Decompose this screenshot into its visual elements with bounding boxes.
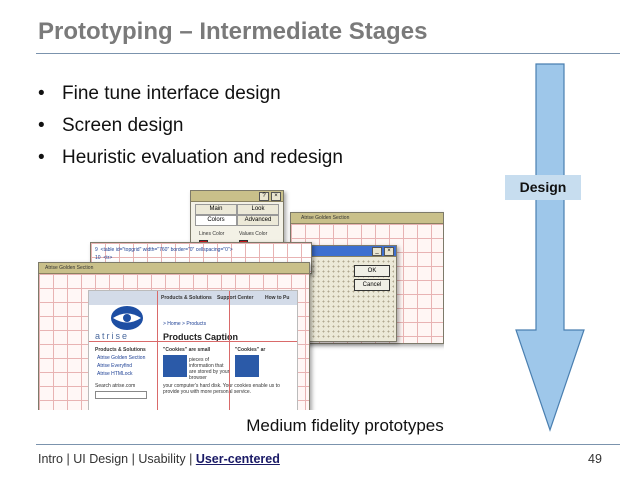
cookie-image — [163, 355, 187, 377]
footer-item-ui-design[interactable]: UI Design — [73, 452, 129, 466]
nav-item[interactable]: How to Pu — [265, 295, 290, 301]
bullet-glyph: • — [38, 147, 45, 168]
cookies-headline: "Cookies" are small — [163, 347, 211, 353]
bullet-text: Screen design — [62, 115, 184, 136]
close-icon[interactable]: × — [271, 192, 281, 201]
footer-separator: | — [66, 452, 70, 466]
footer-item-user-centered[interactable]: User-centered — [195, 452, 280, 466]
bullet-list: • Fine tune interface design • Screen desi… — [38, 80, 343, 176]
breadcrumb[interactable]: > Home > Products — [163, 321, 207, 327]
window-title: Atrise Golden Section — [45, 265, 94, 271]
slide-title: Prototyping – Intermediate Stages — [38, 18, 428, 45]
bullet-item: • Screen design — [38, 112, 343, 144]
golden-guide — [157, 291, 158, 410]
search-input[interactable] — [95, 391, 147, 399]
help-icon[interactable]: ? — [259, 192, 269, 201]
nav-item[interactable]: Products & Solutions — [161, 295, 212, 301]
cookies-body: pieces of information that are stored by… — [189, 357, 230, 381]
design-label: Design — [505, 175, 581, 200]
bullet-text: Fine tune interface design — [62, 83, 281, 104]
footer-nav: Intro | UI Design | Usability | User-cen… — [38, 452, 280, 466]
cancel-button[interactable]: Cancel — [354, 279, 390, 291]
page-number: 49 — [588, 452, 602, 466]
sidebar-heading: Products & Solutions — [95, 347, 146, 353]
tab-advanced[interactable]: Advanced — [237, 215, 279, 226]
bullet-glyph: • — [38, 83, 45, 104]
sidebar-link[interactable]: Atrise HTMLock — [97, 371, 133, 377]
website-mockup: Products & Solutions Support Center How … — [88, 290, 298, 410]
window-title: Atrise Golden Section — [301, 215, 350, 221]
bullet-item: • Fine tune interface design — [38, 80, 343, 112]
cookie-image — [235, 355, 259, 377]
properties-titlebar — [191, 191, 283, 202]
design-down-arrow-icon — [515, 63, 585, 432]
tab-colors[interactable]: Colors — [195, 215, 237, 226]
site-brand: atrise — [95, 331, 130, 341]
sidebar-link[interactable]: Atrise Everyfind — [97, 363, 133, 369]
footer-separator: | — [189, 452, 193, 466]
bullet-glyph: • — [38, 115, 45, 136]
minimize-icon[interactable]: _ — [372, 247, 382, 256]
window-titlebar — [39, 263, 309, 274]
ok-button[interactable]: OK — [354, 265, 390, 277]
atrise-logo-icon — [111, 306, 143, 330]
nav-item[interactable]: Support Center — [217, 295, 254, 301]
bullet-text: Heuristic evaluation and redesign — [62, 147, 343, 168]
close-icon[interactable]: × — [384, 247, 394, 256]
cookies-footer: your computer's hard disk. Your cookies … — [163, 383, 280, 395]
lines-color-label: Lines Color — [199, 231, 225, 237]
title-divider — [36, 53, 620, 54]
tab-main[interactable]: Main — [195, 204, 237, 215]
search-label: Search atrise.com — [95, 383, 136, 389]
window-titlebar — [291, 213, 443, 224]
values-color-label: Values Color — [239, 231, 268, 237]
page-heading: Products Caption — [163, 332, 239, 342]
tab-look[interactable]: Look — [237, 204, 279, 215]
dialog-window: _ × OK Cancel — [303, 245, 397, 342]
code-line: 9 <table id="topgrid" width="760" border… — [95, 247, 233, 253]
footer-separator: | — [131, 452, 135, 466]
cookies-headline: "Cookies" ar — [235, 347, 266, 353]
golden-guide — [229, 291, 230, 410]
golden-guide — [89, 341, 297, 342]
prototype-collage: Atrise Golden Section _ × OK Cancel ? × … — [38, 190, 444, 410]
sidebar-link[interactable]: Atrise Golden Section — [97, 355, 146, 361]
footer-divider — [36, 444, 620, 445]
footer-item-intro[interactable]: Intro — [38, 452, 64, 466]
code-line: 10 <tr> — [95, 255, 113, 261]
footer-item-usability[interactable]: Usability — [138, 452, 186, 466]
dialog-titlebar — [304, 246, 396, 257]
bullet-item: • Heuristic evaluation and redesign — [38, 144, 343, 176]
site-nav-bar — [89, 291, 297, 305]
collage-caption: Medium fidelity prototypes — [246, 416, 444, 435]
